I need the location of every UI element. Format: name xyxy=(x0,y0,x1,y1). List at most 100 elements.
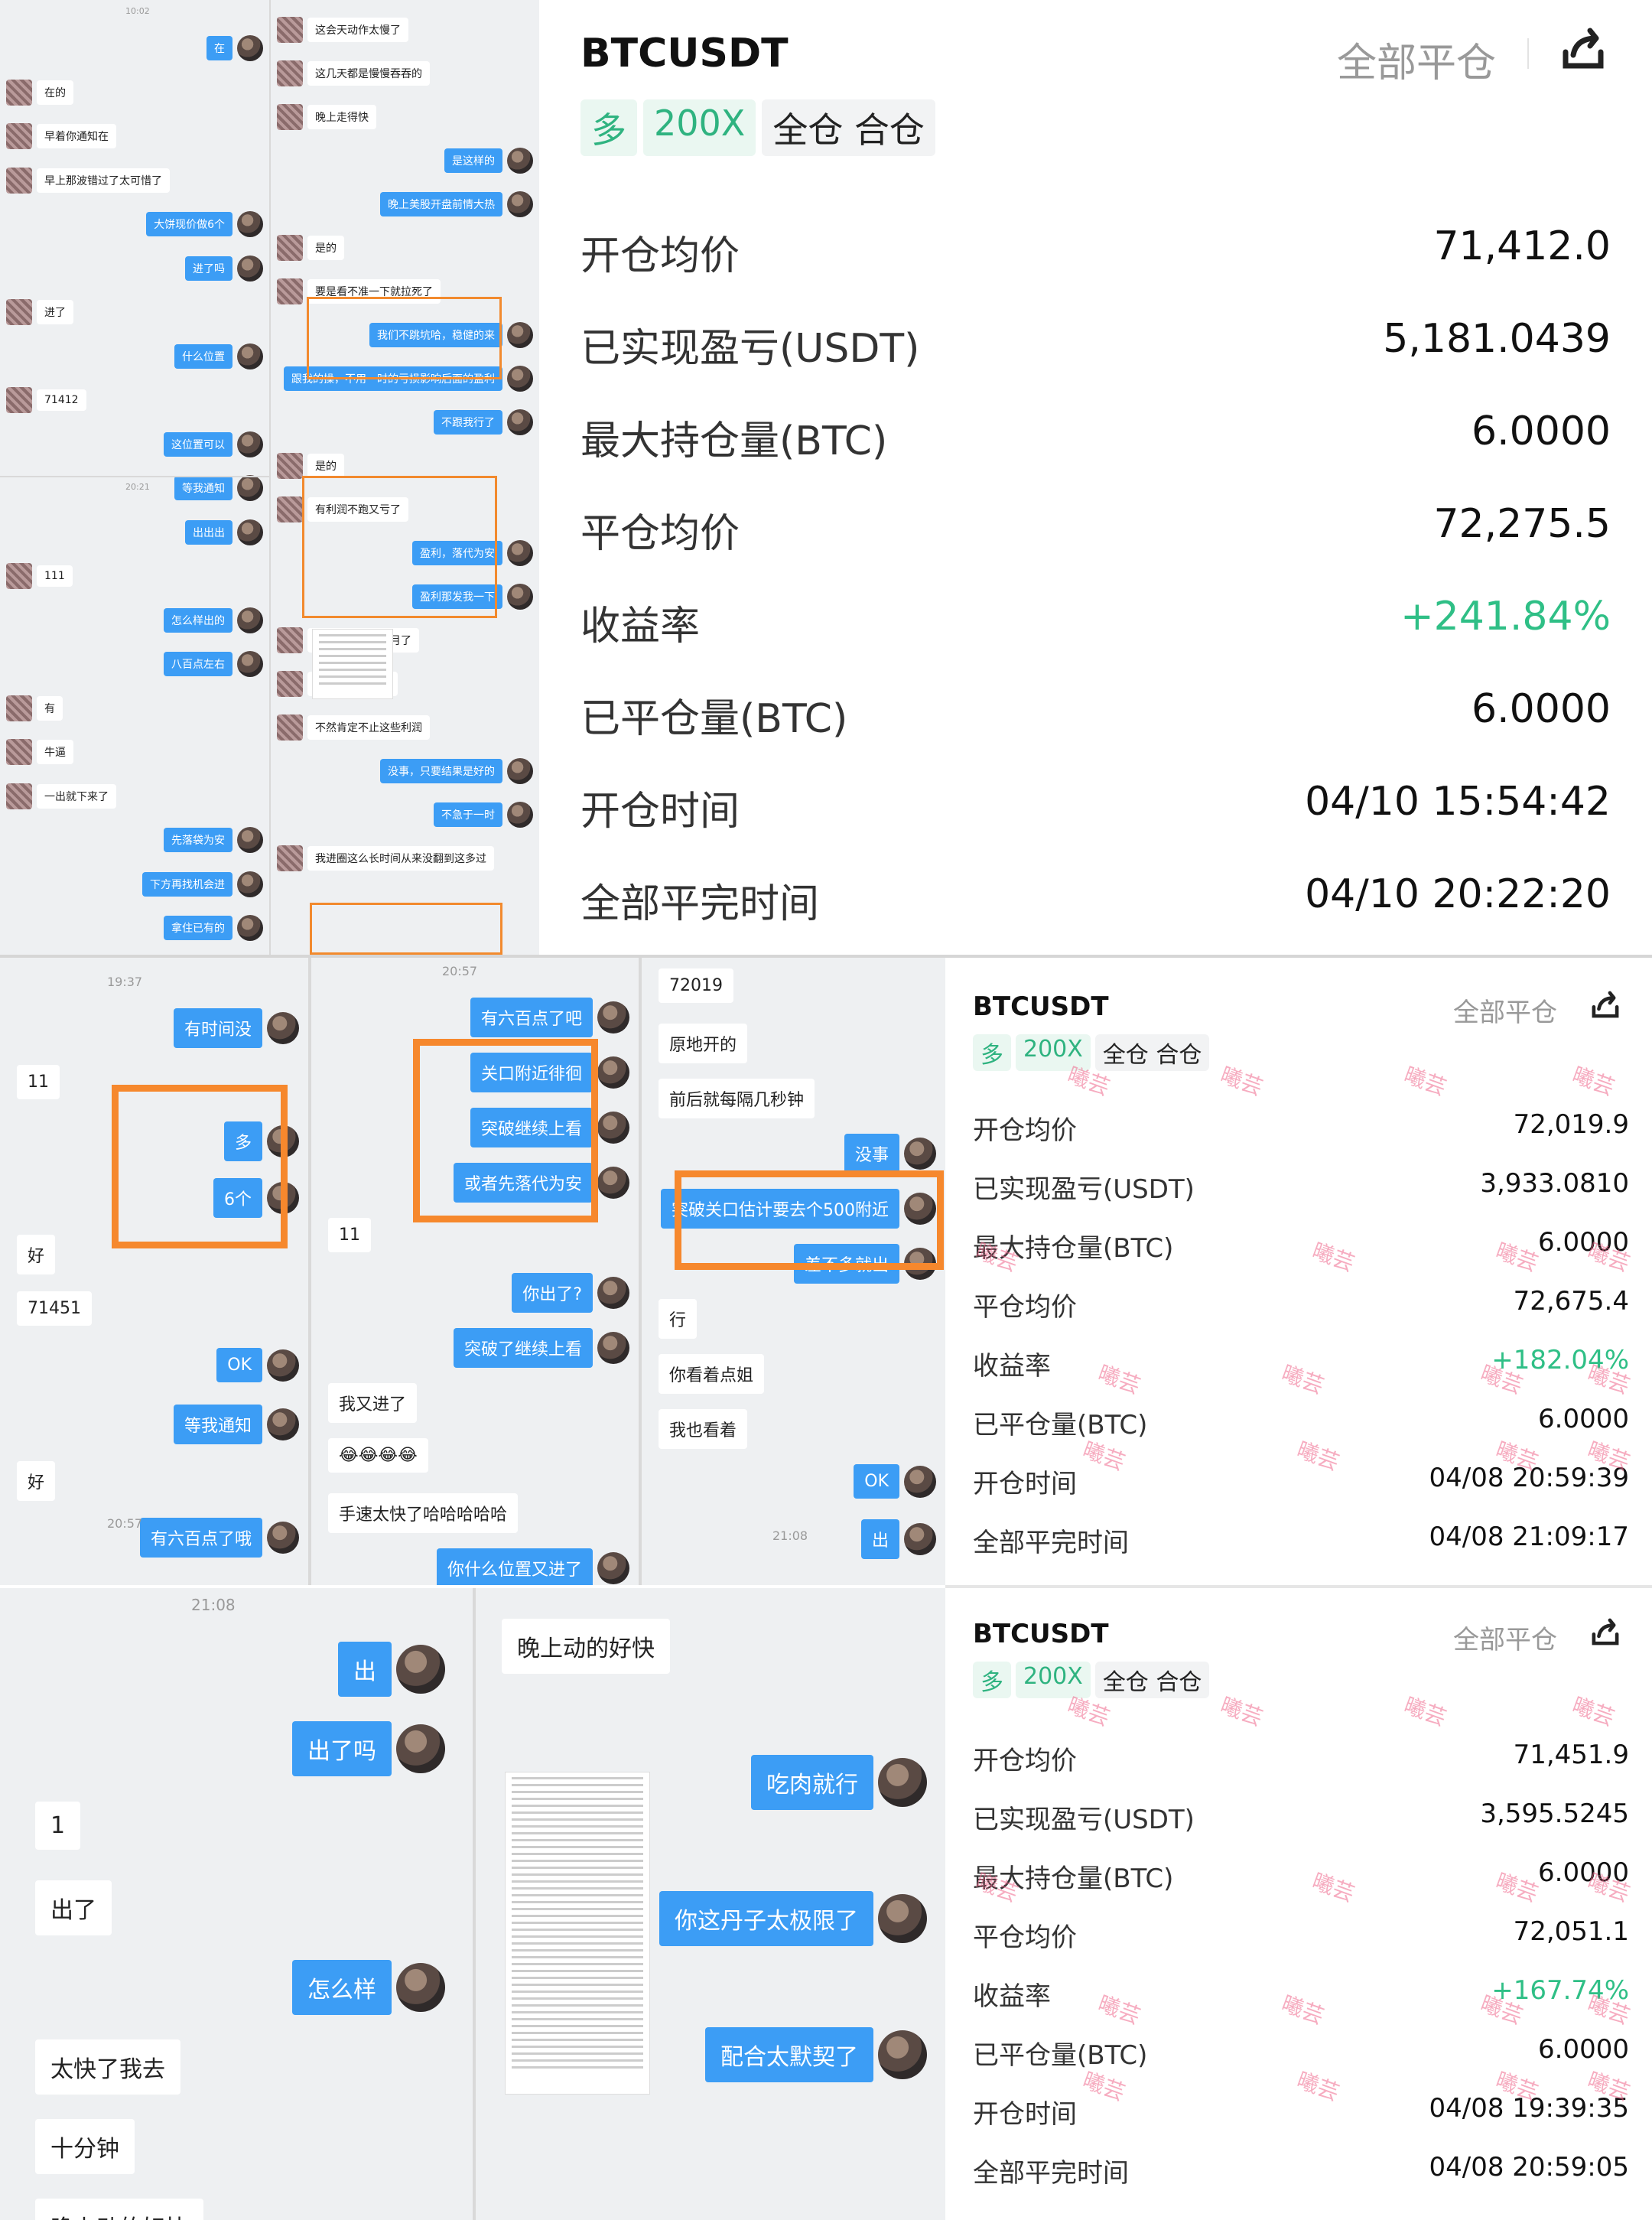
avatar[interactable] xyxy=(597,1112,629,1144)
avatar[interactable] xyxy=(267,1012,299,1044)
message-bubble[interactable]: 吃肉就行 xyxy=(751,1755,873,1810)
avatar[interactable] xyxy=(277,104,303,130)
avatar[interactable] xyxy=(6,299,32,325)
avatar[interactable] xyxy=(267,1522,299,1554)
avatar[interactable] xyxy=(597,1552,629,1584)
message-bubble[interactable]: 要是看不准一下就拉死了 xyxy=(307,279,441,304)
avatar[interactable] xyxy=(597,1056,629,1089)
message-bubble[interactable]: 先落袋为安 xyxy=(164,828,233,852)
message-bubble[interactable]: 好 xyxy=(17,1235,56,1274)
message-bubble[interactable]: 71412 xyxy=(37,389,86,411)
message-bubble[interactable]: 或者先落代为安 xyxy=(453,1163,593,1203)
message-bubble[interactable]: 你这丹子太极限了 xyxy=(659,1891,873,1946)
avatar[interactable] xyxy=(237,519,263,545)
message-bubble[interactable]: 这几天都是慢慢吞吞的 xyxy=(307,61,430,86)
share-icon[interactable] xyxy=(1588,987,1623,1022)
message-bubble[interactable]: 6个 xyxy=(213,1178,262,1218)
message-bubble[interactable]: 72019 xyxy=(659,968,733,1003)
message-bubble[interactable]: 是的 xyxy=(307,236,344,260)
message-bubble[interactable]: 你出了? xyxy=(512,1273,593,1313)
avatar[interactable] xyxy=(6,563,32,589)
message-bubble[interactable]: 71451 xyxy=(17,1291,92,1326)
message-bubble[interactable]: 有利润不跑又亏了 xyxy=(307,497,408,522)
message-bubble[interactable]: 怎么样出的 xyxy=(164,607,233,633)
trade-screenshot-thumbnail[interactable] xyxy=(505,1772,650,2095)
avatar[interactable] xyxy=(6,695,32,721)
avatar[interactable] xyxy=(396,1724,445,1773)
avatar[interactable] xyxy=(277,17,303,43)
avatar[interactable] xyxy=(267,1349,299,1382)
message-bubble[interactable]: 你看着点姐 xyxy=(659,1354,765,1394)
message-bubble[interactable]: 这会天动作太慢了 xyxy=(307,18,408,42)
message-bubble[interactable]: 你什么位置又进了 xyxy=(436,1548,593,1585)
message-bubble[interactable]: 我又进了 xyxy=(328,1383,418,1423)
avatar[interactable] xyxy=(277,627,303,653)
avatar[interactable] xyxy=(396,1645,445,1694)
message-bubble[interactable]: 好 xyxy=(17,1461,56,1501)
avatar[interactable] xyxy=(878,2030,927,2079)
avatar[interactable] xyxy=(878,1894,927,1943)
avatar[interactable] xyxy=(507,540,533,566)
message-bubble[interactable]: 前后就每隔几秒钟 xyxy=(659,1079,815,1118)
avatar[interactable] xyxy=(237,35,263,61)
message-bubble[interactable]: OK xyxy=(854,1464,899,1499)
message-bubble[interactable]: 我进圈这么长时间从来没翻到这多过 xyxy=(307,846,494,871)
message-bubble[interactable]: 不急于一时 xyxy=(434,802,502,827)
message-bubble[interactable]: 111 xyxy=(37,565,73,587)
message-bubble[interactable]: 配合太默契了 xyxy=(705,2027,873,2082)
avatar[interactable] xyxy=(507,409,533,435)
message-bubble[interactable]: 盈利那发我一下 xyxy=(412,584,502,609)
avatar[interactable] xyxy=(237,475,263,501)
message-bubble[interactable]: 太快了我去 xyxy=(35,2039,180,2095)
avatar[interactable] xyxy=(277,845,303,871)
avatar[interactable] xyxy=(277,715,303,741)
avatar[interactable] xyxy=(237,915,263,941)
avatar[interactable] xyxy=(507,191,533,217)
message-bubble[interactable]: 晚上走得快 xyxy=(307,105,376,129)
message-bubble[interactable]: 原地开的 xyxy=(659,1024,748,1063)
avatar[interactable] xyxy=(904,1465,936,1498)
avatar[interactable] xyxy=(277,453,303,479)
message-bubble[interactable]: 早上那波错过了太可惜了 xyxy=(37,168,170,193)
message-bubble[interactable]: 等我通知 xyxy=(174,476,233,500)
share-icon[interactable] xyxy=(1588,1614,1623,1649)
message-bubble[interactable]: 11 xyxy=(17,1065,60,1099)
message-bubble[interactable]: 晚上动的好快 xyxy=(502,1619,670,1674)
close-all-button[interactable]: 全部平仓 xyxy=(1453,1625,1557,1655)
avatar[interactable] xyxy=(277,278,303,304)
avatar[interactable] xyxy=(6,783,32,809)
trade-screenshot-thumbnail[interactable] xyxy=(312,629,393,699)
message-bubble[interactable]: 出 xyxy=(860,1519,899,1559)
message-bubble[interactable]: 突破了继续上看 xyxy=(453,1328,593,1368)
avatar[interactable] xyxy=(277,235,303,261)
avatar[interactable] xyxy=(6,79,32,106)
avatar[interactable] xyxy=(237,255,263,282)
avatar[interactable] xyxy=(507,758,533,784)
message-bubble[interactable]: 出了 xyxy=(35,1880,112,1935)
avatar[interactable] xyxy=(6,387,32,413)
message-bubble[interactable]: 牛逼 xyxy=(37,740,73,764)
avatar[interactable] xyxy=(597,1277,629,1309)
message-bubble[interactable]: 突破继续上看 xyxy=(470,1108,593,1147)
message-bubble[interactable]: 我也看着 xyxy=(659,1409,748,1449)
avatar[interactable] xyxy=(237,827,263,853)
message-bubble[interactable]: 有六百点了哦 xyxy=(139,1518,262,1558)
avatar[interactable] xyxy=(237,607,263,633)
avatar[interactable] xyxy=(237,343,263,369)
avatar[interactable] xyxy=(597,1332,629,1364)
close-all-button[interactable]: 全部平仓 xyxy=(1337,41,1497,86)
message-bubble[interactable]: 八百点左右 xyxy=(164,652,233,676)
message-bubble[interactable]: 没事 xyxy=(844,1134,899,1173)
message-bubble[interactable]: 多 xyxy=(223,1121,262,1161)
message-bubble[interactable]: 😂😂😂😂 xyxy=(328,1438,428,1473)
avatar[interactable] xyxy=(507,148,533,174)
share-icon[interactable] xyxy=(1556,21,1610,75)
close-all-button[interactable]: 全部平仓 xyxy=(1453,998,1557,1028)
message-bubble[interactable]: 在的 xyxy=(37,80,73,105)
message-bubble[interactable]: 这位置可以 xyxy=(164,431,233,457)
message-bubble[interactable]: 突破关口估计要去个500附近 xyxy=(661,1189,899,1229)
message-bubble[interactable]: 不跟我行了 xyxy=(434,410,502,435)
message-bubble[interactable]: 十分钟 xyxy=(35,2119,135,2174)
avatar[interactable] xyxy=(904,1193,936,1225)
avatar[interactable] xyxy=(277,60,303,86)
